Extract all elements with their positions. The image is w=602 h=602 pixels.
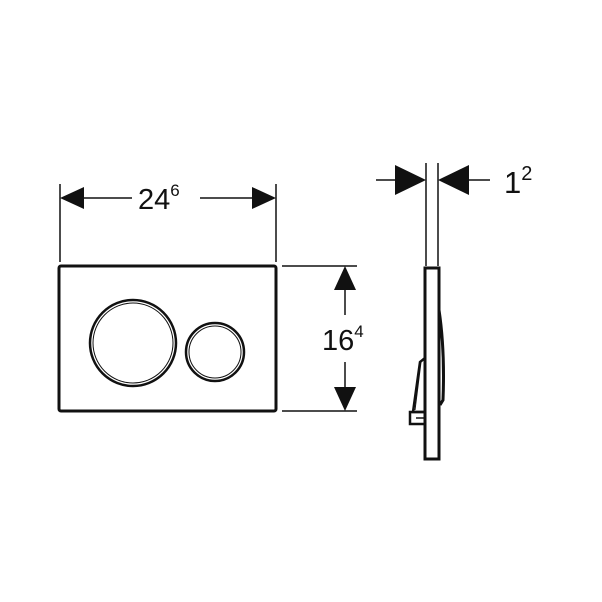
large-flush-button bbox=[88, 298, 178, 388]
height-label: 164 bbox=[322, 322, 364, 357]
side-view-plate bbox=[408, 266, 445, 461]
front-view-plate bbox=[57, 264, 278, 413]
height-dimension bbox=[282, 265, 357, 412]
thickness-dimension bbox=[376, 163, 490, 266]
small-flush-button bbox=[184, 321, 246, 383]
width-dimension bbox=[59, 184, 277, 262]
thickness-label: 12 bbox=[504, 163, 532, 200]
width-label: 246 bbox=[138, 181, 180, 216]
